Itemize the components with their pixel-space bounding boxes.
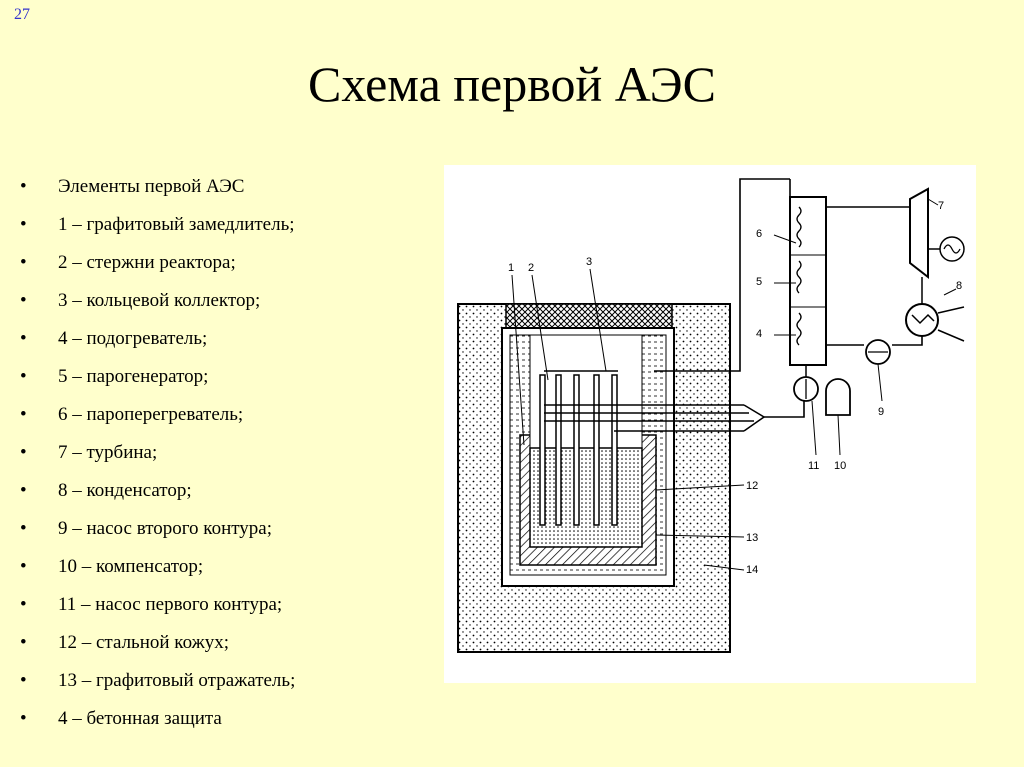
- bullet: •: [20, 632, 27, 653]
- legend-text: 10 – компенсатор;: [58, 556, 204, 577]
- secondary-pump: [865, 339, 891, 365]
- bullet: •: [20, 214, 27, 235]
- reactor-lid: [505, 303, 673, 329]
- legend-text: 4 – бетонная защита: [58, 708, 222, 729]
- label-8: 8: [956, 280, 962, 292]
- legend-item: • 2 – стержни реактора;: [20, 244, 295, 282]
- bullet: •: [20, 404, 27, 425]
- legend-list: • Элементы первой АЭС • 1 – графитовый зам…: [20, 168, 295, 738]
- legend-item: • Элементы первой АЭС: [20, 168, 295, 206]
- bullet: •: [20, 252, 27, 273]
- bullet: •: [20, 366, 27, 387]
- bullet: •: [20, 480, 27, 501]
- legend-item: • 10 – компенсатор;: [20, 548, 295, 586]
- label-13: 13: [746, 532, 758, 544]
- bullet: •: [20, 290, 27, 311]
- graphite-moderator: [529, 447, 643, 548]
- legend-text: 8 – конденсатор;: [58, 480, 192, 501]
- legend-item: • 6 – пароперегреватель;: [20, 396, 295, 434]
- legend-text: 2 – стержни реактора;: [58, 252, 236, 273]
- bullet: •: [20, 670, 27, 691]
- legend-text: 9 – насос второго контура;: [58, 518, 273, 539]
- legend-text: 3 – кольцевой коллектор;: [58, 290, 261, 311]
- leader-lines: [511, 198, 957, 571]
- ring-collector: [544, 370, 766, 432]
- legend-item: • 5 – парогенератор;: [20, 358, 295, 396]
- label-1: 1: [508, 262, 514, 274]
- diagram-labels: 1 2 3 4 5 6 7 8 9 10 11 12 13 14: [508, 200, 962, 576]
- primary-pump: [793, 365, 819, 402]
- slide-title: Схема первой АЭС: [308, 56, 716, 112]
- legend-item: • 3 – кольцевой коллектор;: [20, 282, 295, 320]
- label-9: 9: [878, 406, 884, 418]
- label-5: 5: [756, 276, 762, 288]
- condenser: [905, 277, 965, 342]
- legend-item: • 11 – насос первого контура;: [20, 586, 295, 624]
- legend-item: • 4 – бетонная защита: [20, 700, 295, 738]
- bullet: •: [20, 328, 27, 349]
- legend-text: 7 – турбина;: [58, 442, 158, 463]
- legend-item: • 4 – подогреватель;: [20, 320, 295, 358]
- legend-text: Элементы первой АЭС: [58, 176, 245, 197]
- bullet: •: [20, 556, 27, 577]
- bullet: •: [20, 518, 27, 539]
- bullet: •: [20, 708, 27, 729]
- legend-item: • 9 – насос второго контура;: [20, 510, 295, 548]
- label-7: 7: [938, 200, 944, 212]
- label-6: 6: [756, 228, 762, 240]
- legend-item: • 7 – турбина;: [20, 434, 295, 472]
- compensator: [825, 378, 851, 416]
- legend-item: • 1 – графитовый замедлитель;: [20, 206, 295, 244]
- reactor-rods: [539, 374, 618, 526]
- label-11: 11: [808, 460, 819, 472]
- label-3: 3: [586, 256, 592, 268]
- legend-text: 11 – насос первого контура;: [58, 594, 283, 615]
- steam-generator-column: [789, 196, 827, 366]
- label-4: 4: [756, 328, 762, 340]
- legend-text: 12 – стальной кожух;: [58, 632, 229, 653]
- legend-text: 6 – пароперегреватель;: [58, 404, 244, 425]
- legend-item: • 8 – конденсатор;: [20, 472, 295, 510]
- label-10: 10: [834, 460, 846, 472]
- legend-text: 4 – подогреватель;: [58, 328, 208, 349]
- legend-item: • 13 – графитовый отражатель;: [20, 662, 295, 700]
- label-2: 2: [528, 262, 534, 274]
- turbine: [909, 187, 965, 280]
- label-14: 14: [746, 564, 758, 576]
- legend-text: 1 – графитовый замедлитель;: [58, 214, 295, 235]
- bullet: •: [20, 176, 27, 197]
- npp-schematic: 1 2 3 4 5 6 7 8 9 10 11 12 13 14: [444, 165, 976, 683]
- bullet: •: [20, 594, 27, 615]
- legend-item: • 12 – стальной кожух;: [20, 624, 295, 662]
- bullet: •: [20, 442, 27, 463]
- legend-text: 5 – парогенератор;: [58, 366, 209, 387]
- primary-loop-pipes: [654, 178, 805, 418]
- legend-text: 13 – графитовый отражатель;: [58, 670, 296, 691]
- label-12: 12: [746, 480, 758, 492]
- slide-number: 27: [14, 6, 30, 23]
